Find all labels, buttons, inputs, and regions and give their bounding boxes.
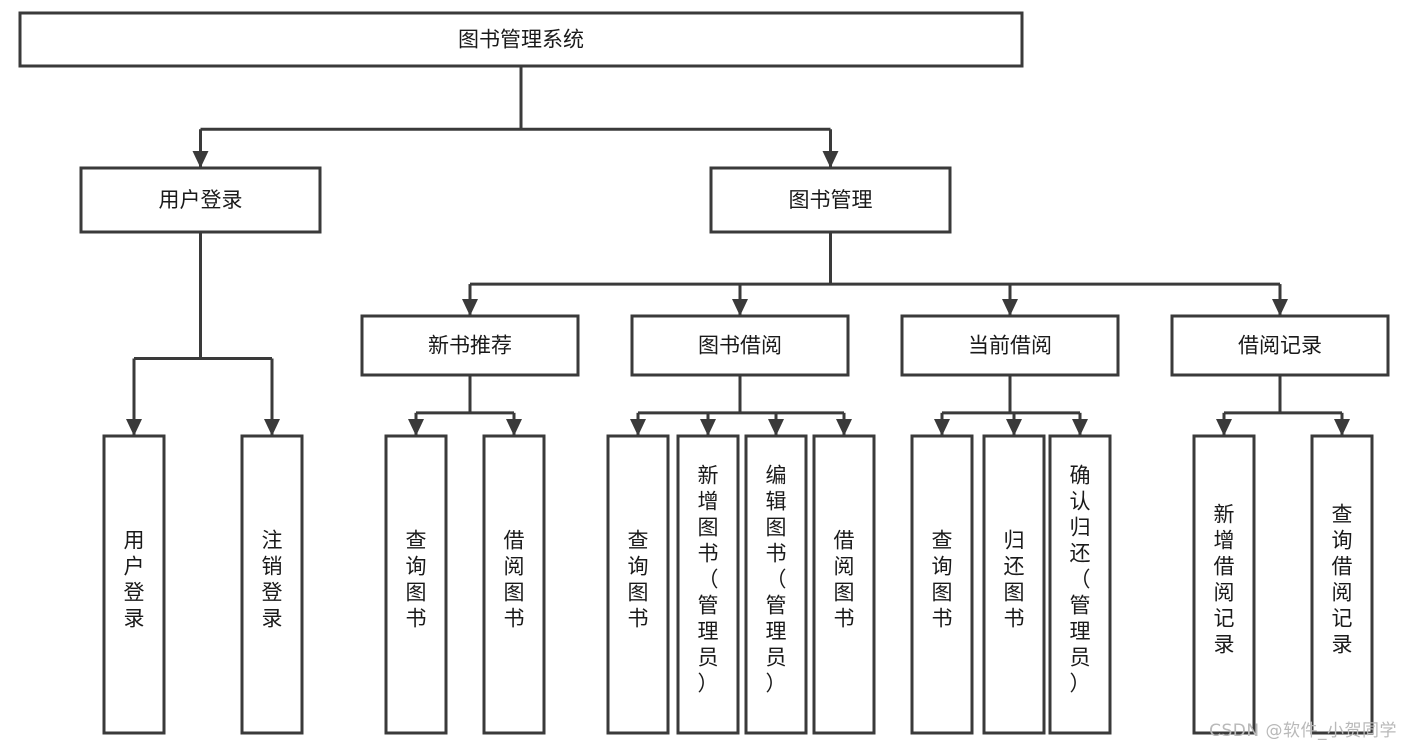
node-leaf-confirm-return[interactable]: 确认归还（管理员） xyxy=(1048,434,1112,735)
connector-group-book-manage xyxy=(462,232,1288,316)
arrow-head-icon xyxy=(836,419,852,436)
node-leaf-return-book[interactable]: 归还图书 xyxy=(982,434,1046,735)
node-label-leaf-query-record: 查询借阅记录 xyxy=(1332,503,1353,657)
arrow-head-icon xyxy=(630,419,646,436)
arrow-head-icon xyxy=(192,151,209,168)
arrow-head-icon xyxy=(732,299,748,316)
node-box-user-login[interactable] xyxy=(79,166,322,234)
node-box-new-book-rec[interactable] xyxy=(360,314,580,377)
arrow-head-icon xyxy=(934,419,950,436)
connectors-layer xyxy=(126,66,1350,436)
arrow-head-icon xyxy=(408,419,424,436)
arrow-head-icon xyxy=(822,151,839,168)
node-label-root: 图书管理系统 xyxy=(458,28,584,52)
node-label-leaf-edit-book: 编辑图书（管理员） xyxy=(766,464,787,696)
node-label-leaf-confirm-return: 确认归还（管理员） xyxy=(1070,464,1091,696)
node-box-leaf-add-record[interactable] xyxy=(1192,434,1256,735)
watermark-text: CSDN @软件_小贺同学 xyxy=(1209,721,1397,741)
node-leaf-add-book[interactable]: 新增图书（管理员） xyxy=(676,434,740,735)
node-leaf-borrow-book[interactable]: 借阅图书 xyxy=(812,434,876,735)
node-box-book-manage[interactable] xyxy=(709,166,952,234)
arrow-head-icon xyxy=(462,299,478,316)
node-box-root[interactable] xyxy=(18,11,1024,68)
node-leaf-add-record[interactable]: 新增借阅记录 xyxy=(1192,434,1256,735)
nodes-layer: 图书管理系统用户登录图书管理新书推荐图书借阅当前借阅借阅记录用户登录注销登录查询… xyxy=(18,11,1390,735)
node-label-leaf-add-record: 新增借阅记录 xyxy=(1214,503,1235,657)
connector-group-current-borrow xyxy=(934,375,1088,436)
node-box-leaf-user-login[interactable] xyxy=(102,434,166,735)
arrow-head-icon xyxy=(1272,299,1288,316)
node-box-leaf-return-book[interactable] xyxy=(982,434,1046,735)
node-leaf-borrow-book-rec[interactable]: 借阅图书 xyxy=(482,434,546,735)
node-label-current-borrow: 当前借阅 xyxy=(968,334,1052,358)
node-label-leaf-borrow-book-rec: 借阅图书 xyxy=(504,529,525,631)
node-box-leaf-borrow-book-rec[interactable] xyxy=(482,434,546,735)
node-box-leaf-confirm-return[interactable] xyxy=(1048,434,1112,735)
connector-group-book-borrow xyxy=(630,375,852,436)
node-label-book-manage: 图书管理 xyxy=(789,188,873,212)
node-box-leaf-user-logout[interactable] xyxy=(240,434,304,735)
node-book-manage[interactable]: 图书管理 xyxy=(709,166,952,234)
node-label-leaf-borrow-book: 借阅图书 xyxy=(834,529,855,631)
node-book-borrow[interactable]: 图书借阅 xyxy=(630,314,850,377)
arrow-head-icon xyxy=(1002,299,1018,316)
node-root[interactable]: 图书管理系统 xyxy=(18,11,1024,68)
node-label-leaf-query-book-rec: 查询图书 xyxy=(406,529,427,631)
node-leaf-user-logout[interactable]: 注销登录 xyxy=(240,434,304,735)
arrow-head-icon xyxy=(1334,419,1350,436)
node-label-leaf-return-book: 归还图书 xyxy=(1004,529,1025,631)
node-label-leaf-query-book-cur: 查询图书 xyxy=(932,529,953,631)
arrow-head-icon xyxy=(700,419,716,436)
arrow-head-icon xyxy=(768,419,784,436)
node-label-user-login: 用户登录 xyxy=(159,188,243,212)
node-label-borrow-record: 借阅记录 xyxy=(1238,334,1322,358)
node-box-borrow-record[interactable] xyxy=(1170,314,1390,377)
connector-group-borrow-record xyxy=(1216,375,1350,436)
node-new-book-rec[interactable]: 新书推荐 xyxy=(360,314,580,377)
node-box-current-borrow[interactable] xyxy=(900,314,1120,377)
node-label-leaf-add-book: 新增图书（管理员） xyxy=(698,464,719,696)
node-box-leaf-query-book-cur[interactable] xyxy=(910,434,974,735)
node-leaf-query-record[interactable]: 查询借阅记录 xyxy=(1310,434,1374,735)
node-label-new-book-rec: 新书推荐 xyxy=(428,334,512,358)
node-leaf-edit-book[interactable]: 编辑图书（管理员） xyxy=(744,434,808,735)
node-box-leaf-edit-book[interactable] xyxy=(744,434,808,735)
node-box-leaf-borrow-book[interactable] xyxy=(812,434,876,735)
node-borrow-record[interactable]: 借阅记录 xyxy=(1170,314,1390,377)
node-leaf-query-book-rec[interactable]: 查询图书 xyxy=(384,434,448,735)
node-box-leaf-query-record[interactable] xyxy=(1310,434,1374,735)
node-current-borrow[interactable]: 当前借阅 xyxy=(900,314,1120,377)
node-label-leaf-user-logout: 注销登录 xyxy=(262,529,283,631)
node-label-book-borrow: 图书借阅 xyxy=(698,334,782,358)
node-box-leaf-query-book-borrow[interactable] xyxy=(606,434,670,735)
connector-group-root xyxy=(192,66,839,168)
arrow-head-icon xyxy=(1072,419,1088,436)
node-box-leaf-add-book[interactable] xyxy=(676,434,740,735)
arrow-head-icon xyxy=(126,419,142,436)
node-user-login[interactable]: 用户登录 xyxy=(79,166,322,234)
arrow-head-icon xyxy=(264,419,280,436)
node-leaf-query-book-cur[interactable]: 查询图书 xyxy=(910,434,974,735)
node-leaf-query-book-borrow[interactable]: 查询图书 xyxy=(606,434,670,735)
node-box-leaf-query-book-rec[interactable] xyxy=(384,434,448,735)
connector-group-user-login xyxy=(126,232,280,436)
connector-group-new-book-rec xyxy=(408,375,522,436)
node-box-book-borrow[interactable] xyxy=(630,314,850,377)
arrow-head-icon xyxy=(1216,419,1232,436)
node-leaf-user-login[interactable]: 用户登录 xyxy=(102,434,166,735)
arrow-head-icon xyxy=(1006,419,1022,436)
node-label-leaf-user-login: 用户登录 xyxy=(124,529,145,631)
node-label-leaf-query-book-borrow: 查询图书 xyxy=(628,529,649,631)
arrow-head-icon xyxy=(506,419,522,436)
